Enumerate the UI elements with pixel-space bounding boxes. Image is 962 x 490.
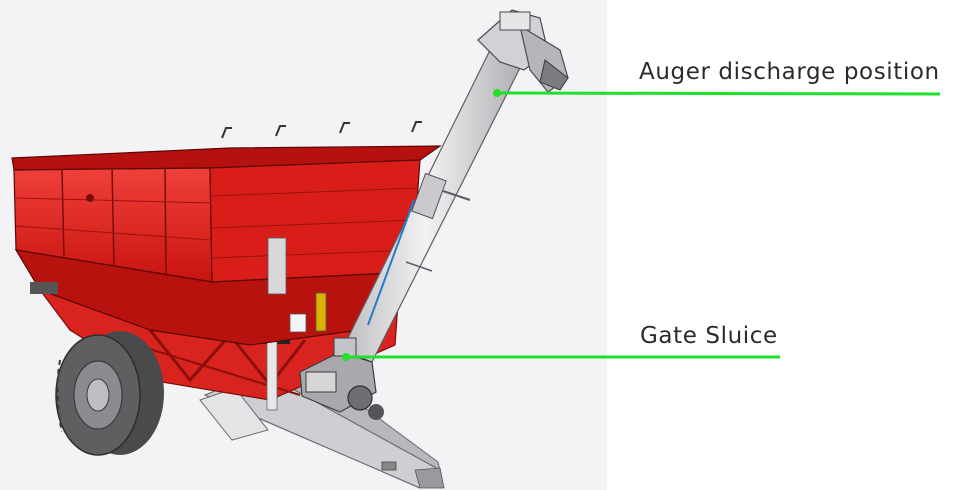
- callout-leaders: [342, 89, 941, 361]
- tandem-tires: [55, 331, 164, 456]
- auger-discharge-anchor-dot: [493, 89, 501, 97]
- auger-spout: [477, 9, 569, 93]
- gate-sluice: [299, 337, 384, 420]
- gate-sluice-anchor-dot: [342, 353, 350, 361]
- auger-discharge-label: Auger discharge position: [639, 59, 940, 85]
- gate-sluice-label: Gate Sluice: [640, 323, 778, 349]
- auger-discharge-leader: [496, 91, 941, 96]
- hopper-body: [11, 121, 442, 346]
